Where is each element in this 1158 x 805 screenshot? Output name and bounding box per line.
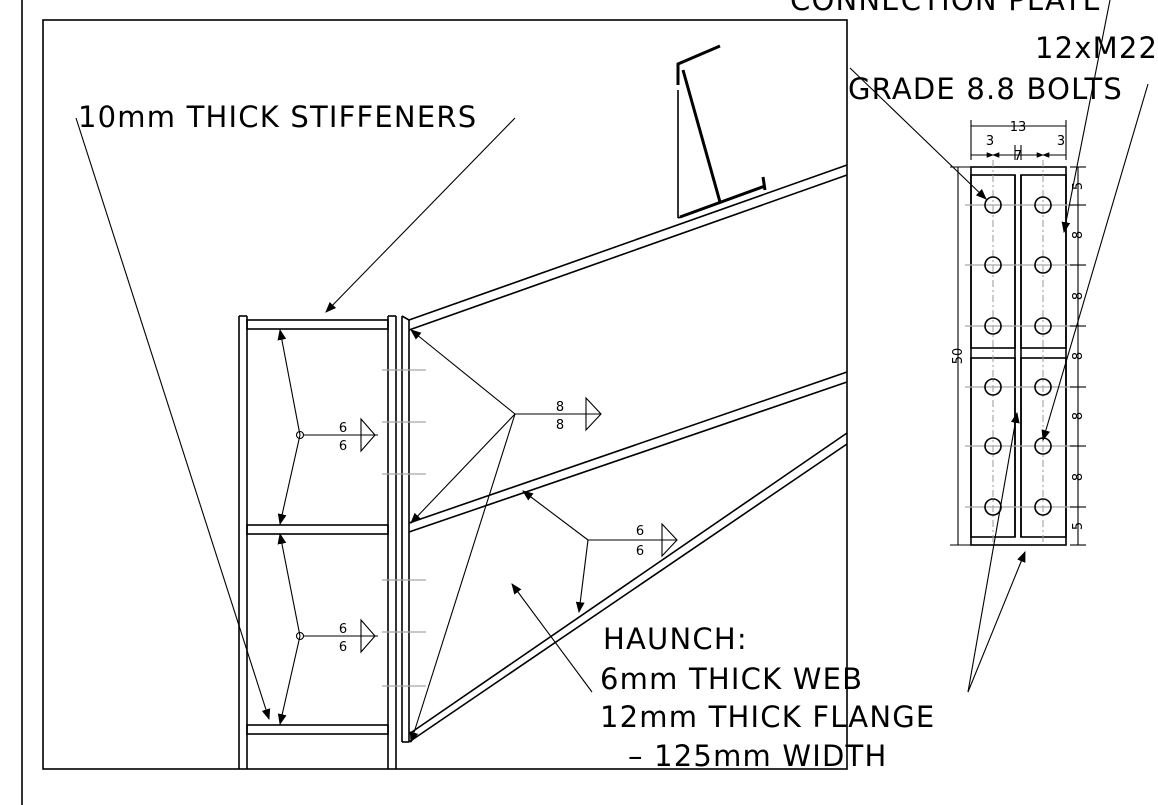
dim-edge-left: 3: [986, 134, 994, 149]
svg-text:6: 6: [339, 421, 347, 436]
dim-pitch: 8: [1071, 231, 1086, 239]
weld-symbol-haunch: 6 6: [522, 490, 678, 614]
dim-overall-height: 50: [951, 348, 966, 365]
connection-plate: [970, 166, 1067, 546]
dim-pitch: 8: [1071, 473, 1086, 481]
plate-centrelines: [965, 160, 1075, 545]
bolt-hole: [1034, 498, 1052, 516]
leader-bolts: [849, 67, 1149, 442]
dim-pitch: 5: [1071, 522, 1086, 530]
label-haunch-line4: – 125mm WIDTH: [628, 739, 887, 773]
bolt-centrelines: [382, 369, 426, 687]
plate-dimension-lines: [950, 120, 1086, 546]
column-stiffeners: [246, 319, 389, 735]
label-stiffeners: 10mm THICK STIFFENERS: [78, 100, 477, 134]
svg-text:6: 6: [339, 439, 347, 454]
weld-symbol-column-upper: 6 6: [277, 328, 378, 526]
dim-pitch: 8: [1071, 292, 1086, 300]
bolt-hole: [984, 256, 1002, 274]
label-connection-plate: CONNECTION PLATE: [790, 0, 1102, 17]
weld-symbol-end-plate: 8 8: [409, 329, 602, 744]
weld-symbol-column-lower: 6 6: [277, 532, 378, 726]
bolt-hole: [1034, 196, 1052, 214]
end-plate: [401, 315, 410, 743]
svg-text:8: 8: [556, 400, 564, 415]
label-haunch-line3: 12mm THICK FLANGE: [600, 700, 935, 734]
haunch: [408, 432, 848, 743]
bolt-hole: [984, 196, 1002, 214]
bolt-hole: [1034, 256, 1052, 274]
bolt-hole: [984, 317, 1002, 335]
svg-text:6: 6: [339, 640, 347, 655]
label-haunch-line2: 6mm THICK WEB: [600, 662, 863, 696]
dim-pitch: 8: [1071, 412, 1086, 420]
dim-pitch: 8: [1071, 352, 1086, 360]
bolt-hole: [984, 378, 1002, 396]
bolt-hole: [1034, 378, 1052, 396]
label-bolts-line1: 12xM22: [1035, 31, 1158, 65]
svg-text:6: 6: [636, 544, 644, 559]
label-haunch-line1: HAUNCH:: [603, 622, 748, 656]
bolt-hole: [984, 437, 1002, 455]
dim-overall-width: 13: [1010, 120, 1027, 135]
bolt-holes: [984, 196, 1052, 516]
bolt-hole: [1034, 317, 1052, 335]
column: [238, 315, 397, 769]
dim-edge-right: 3: [1057, 134, 1065, 149]
detail-frame: [42, 19, 848, 770]
leader-stiffeners: [75, 117, 516, 721]
leader-haunch: [511, 411, 1026, 693]
label-bolts-line2: GRADE 8.8 BOLTS: [848, 72, 1123, 106]
rafter: [408, 164, 848, 533]
svg-text:8: 8: [556, 418, 564, 433]
svg-text:6: 6: [636, 524, 644, 539]
dim-pitch: 5: [1071, 182, 1086, 190]
purlin-cleat: [676, 44, 767, 219]
dim-centre: 7: [1014, 149, 1022, 164]
leader-connection-plate: [1061, 0, 1111, 234]
svg-text:6: 6: [339, 622, 347, 637]
